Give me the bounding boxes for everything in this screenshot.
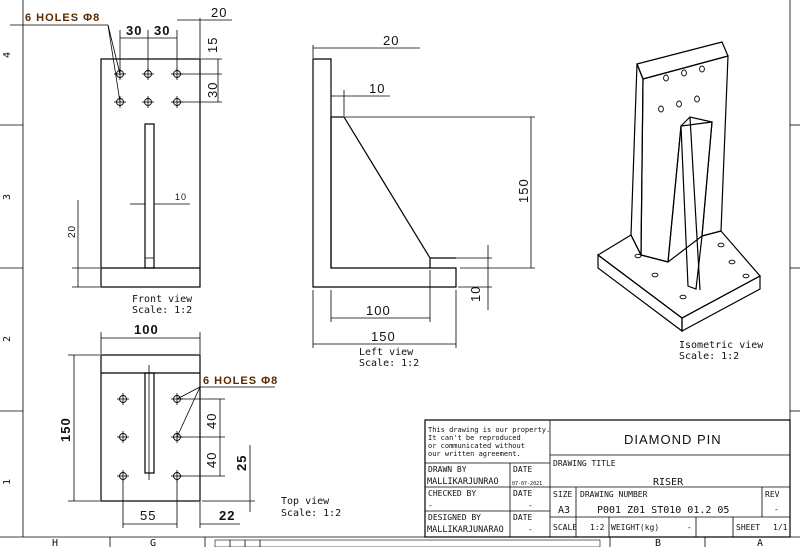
notice-line-3: or communicated without [428,442,525,450]
left-dim-10: 10 [369,81,385,96]
isometric-view [596,41,761,333]
top-dim-55: 55 [140,508,156,523]
left-view-caption: Left view [359,347,414,358]
sheet-value: 1/1 [773,523,788,532]
sheet-label: SHEET [736,523,760,532]
iso-base-holes [634,242,750,300]
left-dim-100: 100 [366,303,391,318]
designed-date-label: DATE [513,513,532,522]
top-dim-100: 100 [134,322,159,337]
notice-line-4: our written agreement. [428,450,521,458]
notice-line-2: It can't be reproduced [428,434,521,442]
company-name: DIAMOND PIN [624,432,722,447]
row-label-4: 4 [2,52,13,58]
designed-by-value: MALLIKARJUNARAO [427,525,504,535]
iso-wall-holes [658,65,705,113]
title-block [424,419,791,538]
size-label: SIZE [553,490,572,499]
front-dim-30v: 30 [205,82,220,98]
top-dim-25: 25 [234,455,249,471]
col-label-a: A [757,538,763,547]
top-dim-40a: 40 [204,413,219,429]
front-holes [114,68,183,108]
col-label-h: H [52,538,58,547]
left-dim-150h: 150 [371,329,396,344]
checked-by-value: - [428,501,433,510]
top-dim-40b: 40 [204,452,219,468]
front-view [10,18,232,288]
left-view-scale: Scale: 1:2 [359,358,419,369]
front-dim-10: 10 [175,192,187,202]
top-dim-22: 22 [219,508,235,523]
left-view [312,45,535,348]
weight-label: WEIGHT(kg) [611,523,659,532]
col-label-g: G [150,538,156,547]
front-dim-20: 20 [211,5,227,20]
top-dim-150: 150 [58,417,73,442]
left-dim-10v: 10 [468,286,483,302]
drawn-by-value: MALLIKARJUNRAO [427,477,499,487]
top-view-scale: Scale: 1:2 [281,508,341,519]
drawing-title-label: DRAWING TITLE [553,459,616,468]
rev-value: - [774,505,779,514]
iso-view-scale: Scale: 1:2 [679,351,739,362]
scale-value: 1:2 [590,523,605,532]
weight-value: - [687,523,692,532]
drawing-title-value: RISER [653,477,684,488]
front-view-scale: Scale: 1:2 [132,305,192,316]
top-holes-note: 6 HOLES Φ8 [203,375,278,387]
drawn-date-label: DATE [513,465,532,474]
size-value: A3 [558,505,570,516]
front-holes-note: 6 HOLES Φ8 [25,12,100,24]
iso-view-caption: Isometric view [679,340,764,351]
top-view [68,332,275,528]
drawing-number-value: P001 Z01 ST010 01.2 05 [597,505,729,516]
front-dim-20v: 20 [67,225,78,238]
drawn-by-label: DRAWN BY [428,465,467,474]
notice-line-1: This drawing is our property. [428,426,550,434]
checked-by-label: CHECKED BY [428,489,476,498]
rev-label: REV [765,490,780,499]
front-dim-30b: 30 [154,23,170,38]
top-holes [117,393,183,482]
row-label-2: 2 [2,336,13,342]
row-label-3: 3 [2,194,13,200]
left-dim-20: 20 [383,33,399,48]
drawn-date-value: 07-07-2021 [512,481,542,487]
left-dim-150: 150 [516,178,531,203]
front-view-caption: Front view [132,294,193,305]
checked-date-value: - [528,501,533,510]
front-dim-15: 15 [205,37,220,53]
drawing-number-label: DRAWING NUMBER [580,490,648,499]
top-view-caption: Top view [281,496,330,507]
front-dim-30a: 30 [126,23,142,38]
scale-label: SCALE [553,523,577,532]
designed-by-label: DESIGNED BY [428,513,481,522]
col-label-b: B [655,538,661,547]
designed-date-value: - [528,525,533,534]
row-label-1: 1 [2,479,13,485]
checked-date-label: DATE [513,489,532,498]
